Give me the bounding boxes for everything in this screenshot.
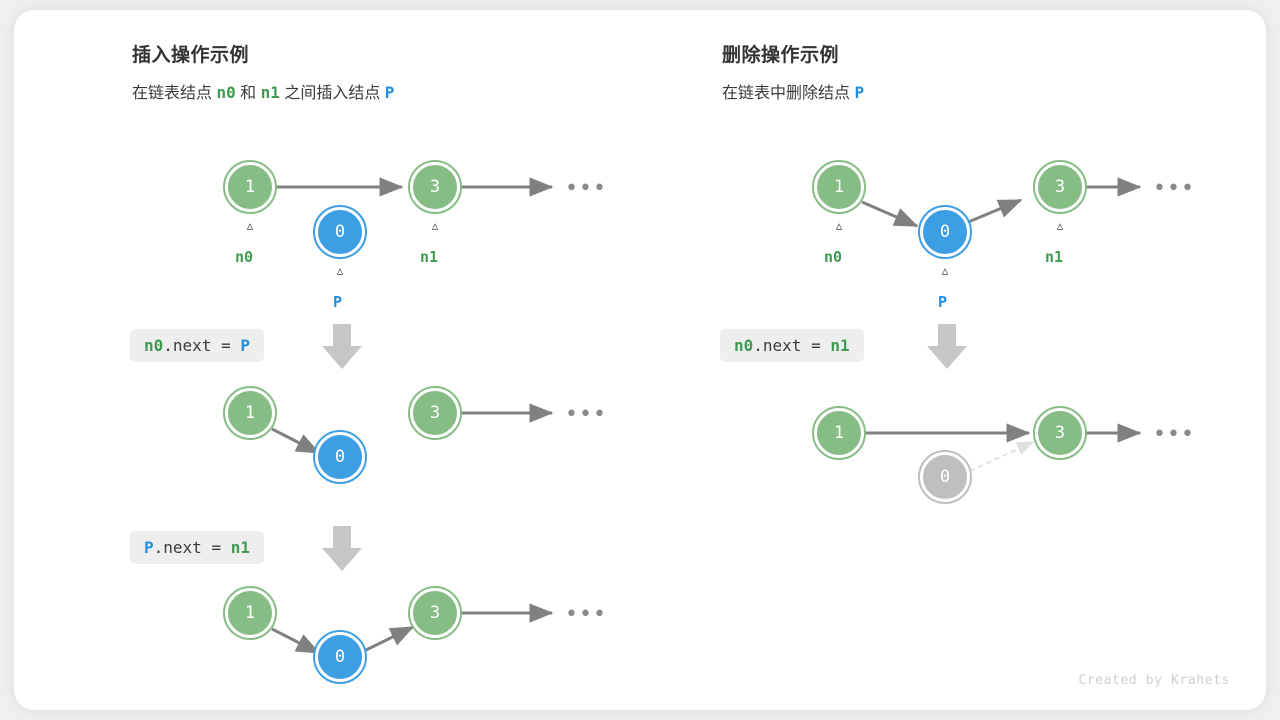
pointer-label-n0: n0 <box>235 248 254 266</box>
pointer-label-n1: n1 <box>420 248 439 266</box>
list-node: 3 <box>1033 406 1087 460</box>
insertion-row-initial: 1 0 3 ••• ▵ n0 ▵ P ▵ n1 <box>14 10 674 330</box>
pointer-label-p: P <box>938 293 948 311</box>
link-arrow-1-to-0 <box>861 200 919 228</box>
detached-link-arrow <box>969 441 1035 472</box>
subtitle-text-3: 之间插入结点 <box>279 85 385 102</box>
pointer-label-p: P <box>333 293 343 311</box>
node-value: 0 <box>939 467 951 487</box>
code-token: P <box>240 336 250 355</box>
ellipsis-dots: ••• <box>565 402 607 427</box>
node-value: 0 <box>334 222 346 242</box>
node-value: 3 <box>429 603 441 623</box>
insertion-row-after-step2: 1 0 3 ••• <box>14 10 674 710</box>
insertion-row-after-step1: 1 0 3 ••• <box>14 10 674 530</box>
subtitle-text-2: 和 <box>235 85 261 102</box>
link-arrow-0-to-3 <box>965 198 1023 225</box>
node-value: 0 <box>334 647 346 667</box>
node-value: 0 <box>334 447 346 467</box>
deletion-panel: 删除操作示例 在链表中删除结点 P <box>708 40 1248 103</box>
pointer-caret-icon: ▵ <box>835 219 843 234</box>
diagram-card: 插入操作示例 在链表结点 n0 和 n1 之间插入结点 P 1 <box>14 10 1266 710</box>
code-token: .next = <box>753 336 831 355</box>
code-token: .next = <box>163 336 241 355</box>
subtitle-token-p: P <box>384 83 395 102</box>
node-value: 3 <box>429 177 441 197</box>
link-arrow-0-to-3 <box>365 625 415 652</box>
subtitle-text-1: 在链表结点 <box>132 85 217 102</box>
insertion-subtitle: 在链表结点 n0 和 n1 之间插入结点 P <box>132 79 678 103</box>
list-node: 3 <box>1033 160 1087 214</box>
list-node: 3 <box>408 160 462 214</box>
ellipsis-dots: ••• <box>565 176 607 201</box>
subtitle-token-n0: n0 <box>216 83 236 102</box>
link-arrow-1-to-0 <box>271 627 321 655</box>
node-value: 1 <box>244 403 256 423</box>
deletion-row-initial: 1 0 3 ••• ▵ n0 ▵ P ▵ n1 <box>704 10 1264 340</box>
subtitle-text-1: 在链表中删除结点 <box>722 85 855 102</box>
node-value: 3 <box>1054 423 1066 443</box>
deleted-list-node: 0 <box>918 450 972 504</box>
code-chip-n0-next-p: n0.next = P <box>130 329 264 362</box>
list-node: 1 <box>812 160 866 214</box>
node-value: 1 <box>244 177 256 197</box>
ellipsis-dots: ••• <box>1153 422 1195 447</box>
link-arrow-1-to-0 <box>271 427 321 455</box>
list-node: 0 <box>313 630 367 684</box>
ellipsis-dots: ••• <box>1153 176 1195 201</box>
insertion-title: 插入操作示例 <box>132 45 250 66</box>
list-node: 1 <box>223 586 277 640</box>
list-node: 1 <box>223 386 277 440</box>
subtitle-token-n1: n1 <box>260 83 280 102</box>
code-token: n0 <box>144 336 164 355</box>
watermark: Created by Krahets <box>1078 673 1230 688</box>
list-node: 0 <box>918 205 972 259</box>
pointer-caret-icon: ▵ <box>246 219 254 234</box>
code-token: P <box>144 538 154 557</box>
list-node: 3 <box>408 586 462 640</box>
deletion-title: 删除操作示例 <box>722 45 840 66</box>
list-node: 1 <box>223 160 277 214</box>
node-value: 0 <box>939 222 951 242</box>
pointer-label-n1: n1 <box>1045 248 1064 266</box>
pointer-caret-icon: ▵ <box>1056 219 1064 234</box>
node-value: 3 <box>429 403 441 423</box>
pointer-caret-icon: ▵ <box>941 264 949 279</box>
code-token: n1 <box>830 336 850 355</box>
ellipsis-dots: ••• <box>565 602 607 627</box>
node-value: 3 <box>1054 177 1066 197</box>
pointer-caret-icon: ▵ <box>336 264 344 279</box>
deletion-subtitle: 在链表中删除结点 P <box>722 79 1248 103</box>
pointer-label-n0: n0 <box>824 248 843 266</box>
list-node: 1 <box>812 406 866 460</box>
list-node: 0 <box>313 430 367 484</box>
code-token: n1 <box>230 538 250 557</box>
code-token: .next = <box>153 538 231 557</box>
code-chip-p-next-n1: P.next = n1 <box>130 531 264 564</box>
node-value: 1 <box>833 423 845 443</box>
code-token: n0 <box>734 336 754 355</box>
pointer-caret-icon: ▵ <box>431 219 439 234</box>
list-node: 3 <box>408 386 462 440</box>
deletion-row-after: 1 0 3 ••• <box>704 10 1264 550</box>
insertion-panel: 插入操作示例 在链表结点 n0 和 n1 之间插入结点 P <box>118 40 678 103</box>
list-node: 0 <box>313 205 367 259</box>
node-value: 1 <box>833 177 845 197</box>
node-value: 1 <box>244 603 256 623</box>
subtitle-token-p: P <box>854 83 865 102</box>
code-chip-n0-next-n1: n0.next = n1 <box>720 329 864 362</box>
